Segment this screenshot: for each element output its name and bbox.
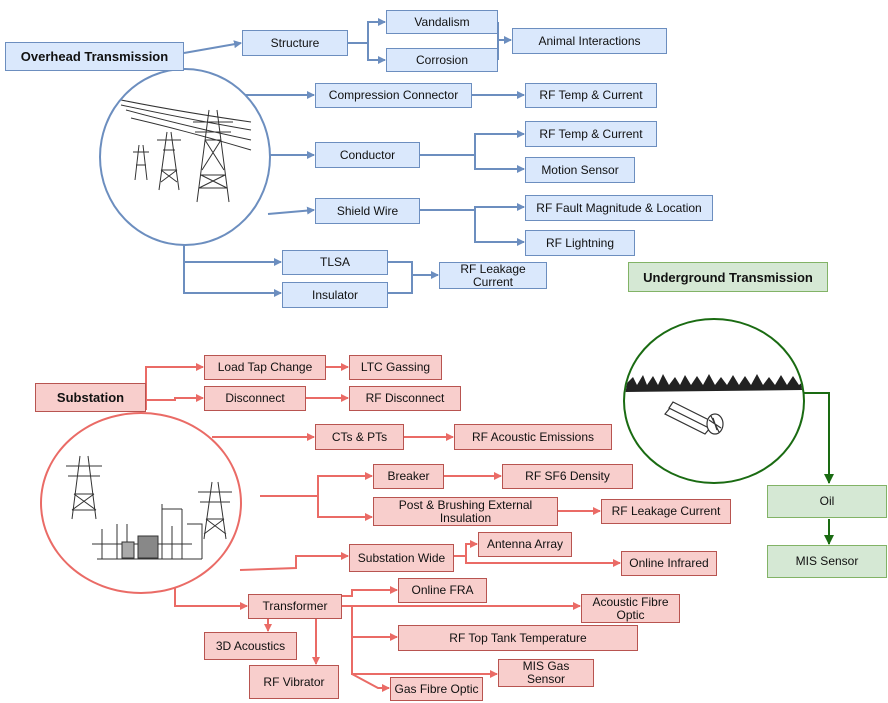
shield-wire-node: Shield Wire [315, 198, 420, 224]
substation-connectors [145, 363, 621, 692]
compression-connector-node: Compression Connector [315, 83, 472, 108]
acoustic-fibre-optic-node: Acoustic Fibre Optic [581, 594, 680, 623]
tlsa-node: TLSA [282, 250, 388, 275]
substation-illustration [40, 412, 242, 594]
underground-cable-illustration [623, 318, 805, 484]
online-infrared-node: Online Infrared [621, 551, 717, 576]
breaker-node: Breaker [373, 464, 444, 489]
rf-fault-node: RF Fault Magnitude & Location [525, 195, 713, 221]
overhead-lines-illustration [99, 68, 271, 246]
load-tap-change-node: Load Tap Change [204, 355, 326, 380]
cts-pts-node: CTs & PTs [315, 424, 404, 450]
motion-sensor-node: Motion Sensor [525, 157, 635, 183]
rf-disconnect-node: RF Disconnect [349, 386, 461, 411]
rf-temp-current-node-1: RF Temp & Current [525, 83, 657, 108]
overhead-transmission-title: Overhead Transmission [5, 42, 184, 71]
rf-leakage-current-sub-node: RF Leakage Current [601, 499, 731, 524]
transformer-node: Transformer [248, 594, 342, 619]
animal-interactions-node: Animal Interactions [512, 28, 667, 54]
corrosion-node: Corrosion [386, 48, 498, 72]
rf-sf6-density-node: RF SF6 Density [502, 464, 633, 489]
ltc-gassing-node: LTC Gassing [349, 355, 442, 380]
substation-title: Substation [35, 383, 146, 412]
overhead-connectors [183, 18, 525, 297]
rf-temp-current-node-2: RF Temp & Current [525, 121, 657, 147]
gas-fibre-optic-node: Gas Fibre Optic [390, 677, 483, 701]
rf-top-tank-node: RF Top Tank Temperature [398, 625, 638, 651]
disconnect-node: Disconnect [204, 386, 306, 411]
vandalism-node: Vandalism [386, 10, 498, 34]
rf-lightning-node: RF Lightning [525, 230, 635, 256]
insulator-node: Insulator [282, 282, 388, 308]
conductor-node: Conductor [315, 142, 420, 168]
rf-leakage-current-node: RF Leakage Current [439, 262, 547, 289]
rf-vibrator-node: RF Vibrator [249, 665, 339, 699]
mis-sensor-node: MIS Sensor [767, 545, 887, 578]
antenna-array-node: Antenna Array [478, 532, 572, 557]
structure-node: Structure [242, 30, 348, 56]
mis-gas-sensor-node: MIS Gas Sensor [498, 659, 594, 687]
underground-transmission-title: Underground Transmission [628, 262, 828, 292]
substation-wide-node: Substation Wide [349, 544, 454, 572]
3d-acoustics-node: 3D Acoustics [204, 632, 297, 660]
oil-node: Oil [767, 485, 887, 518]
underground-connectors [803, 392, 834, 545]
online-fra-node: Online FRA [398, 578, 487, 603]
rf-acoustic-emissions-node: RF Acoustic Emissions [454, 424, 612, 450]
post-brushing-node: Post & Brushing External Insulation [373, 497, 558, 526]
